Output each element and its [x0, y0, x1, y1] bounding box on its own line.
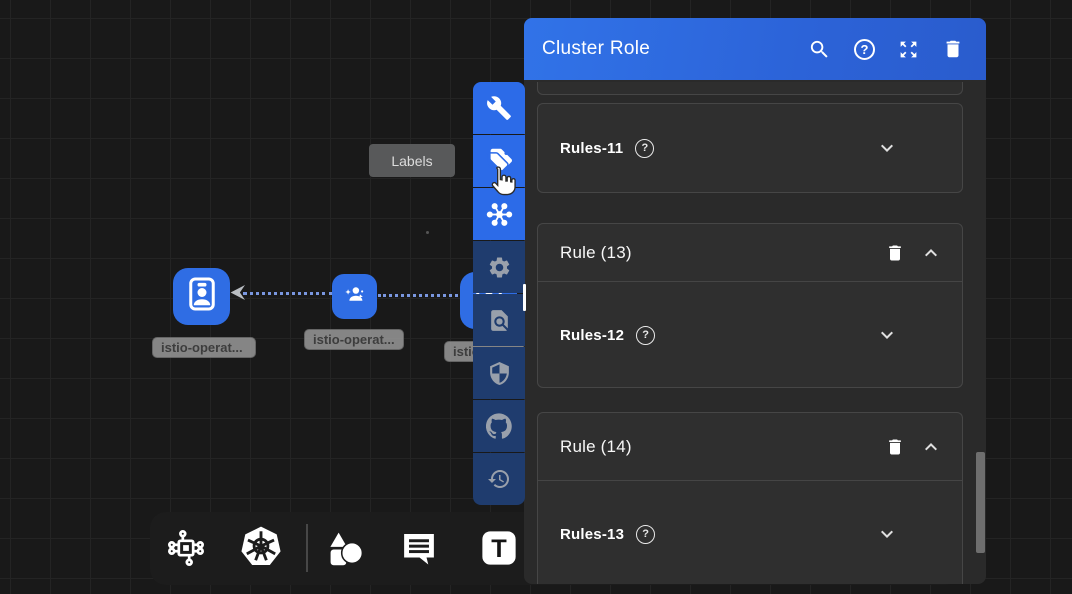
user-plus-icon: [342, 281, 368, 312]
panel-title: Cluster Role: [542, 38, 651, 59]
expand-icon[interactable]: [898, 39, 919, 60]
panel-body: Rules-11 ? Rule (13): [524, 80, 986, 584]
panel-header: Cluster Role ?: [524, 18, 986, 80]
toolbar-divider: [306, 524, 308, 572]
help-icon[interactable]: ?: [635, 138, 655, 158]
id-badge-icon: [184, 276, 220, 317]
accordion-label: Rules-11: [560, 139, 624, 157]
canvas-dot: [426, 231, 429, 234]
accordion-label: Rules-12: [560, 326, 625, 344]
text-tool-icon[interactable]: T: [478, 527, 520, 569]
search-icon[interactable]: [808, 38, 831, 61]
delete-icon[interactable]: [885, 437, 905, 457]
help-icon[interactable]: ?: [636, 325, 656, 345]
help-icon[interactable]: ?: [636, 524, 656, 544]
vertical-toolbar: [473, 82, 525, 505]
panel-edge-handle: [523, 284, 526, 311]
hand-cursor-icon: [487, 165, 517, 204]
hub-icon[interactable]: [473, 188, 525, 240]
chevron-down-icon[interactable]: [875, 323, 899, 347]
history-clock-icon[interactable]: [473, 453, 525, 505]
tooltip-text: Labels: [391, 152, 433, 169]
accordion-rules-11[interactable]: Rules-11 ?: [538, 104, 962, 192]
rule-13-header: Rule (13): [538, 224, 962, 282]
chevron-down-icon[interactable]: [875, 522, 899, 546]
delete-icon[interactable]: [942, 38, 964, 60]
doc-search-icon[interactable]: [473, 294, 525, 346]
card-rule-13: Rule (13) Rules-12 ?: [537, 223, 963, 388]
text-tool-glyph: T: [491, 535, 507, 563]
wrench-icon[interactable]: [473, 82, 525, 134]
help-icon[interactable]: ?: [854, 38, 875, 60]
settings-gear-icon[interactable]: [473, 241, 525, 293]
github-icon[interactable]: [473, 400, 525, 452]
accordion-rules-13[interactable]: Rules-13 ?: [538, 481, 962, 584]
graph-circuit-icon[interactable]: [166, 528, 206, 568]
node-label: istio-operat...: [304, 329, 404, 350]
shield-icon[interactable]: [473, 347, 525, 399]
node-service-account[interactable]: [332, 274, 377, 319]
card-rule-14: Rule (14) Rules-13 ?: [537, 412, 963, 584]
shapes-icon[interactable]: [321, 525, 367, 571]
tooltip: Labels: [369, 144, 455, 177]
comment-icon[interactable]: [398, 527, 440, 569]
card-partial: [537, 82, 963, 95]
node-cluster-role[interactable]: [173, 268, 230, 325]
rule-title: Rule (13): [560, 242, 632, 262]
chevron-up-icon[interactable]: [919, 241, 943, 265]
accordion-label: Rules-13: [560, 525, 625, 543]
edge-node3-node2: [378, 294, 463, 297]
kubernetes-icon[interactable]: [238, 524, 284, 570]
panel-scrollbar[interactable]: [976, 452, 985, 553]
rule-title: Rule (14): [560, 436, 632, 456]
chevron-down-icon[interactable]: [875, 136, 899, 160]
node-label: istio-operat...: [152, 337, 256, 358]
delete-icon[interactable]: [885, 243, 905, 263]
card-rules-11: Rules-11 ?: [537, 103, 963, 193]
rule-14-header: Rule (14): [538, 413, 962, 481]
accordion-rules-12[interactable]: Rules-12 ?: [538, 282, 962, 388]
chevron-up-icon[interactable]: [919, 435, 943, 459]
cluster-role-panel: Cluster Role ? Rules-11 ?: [524, 18, 986, 584]
edge-node2-node1: [243, 292, 333, 295]
